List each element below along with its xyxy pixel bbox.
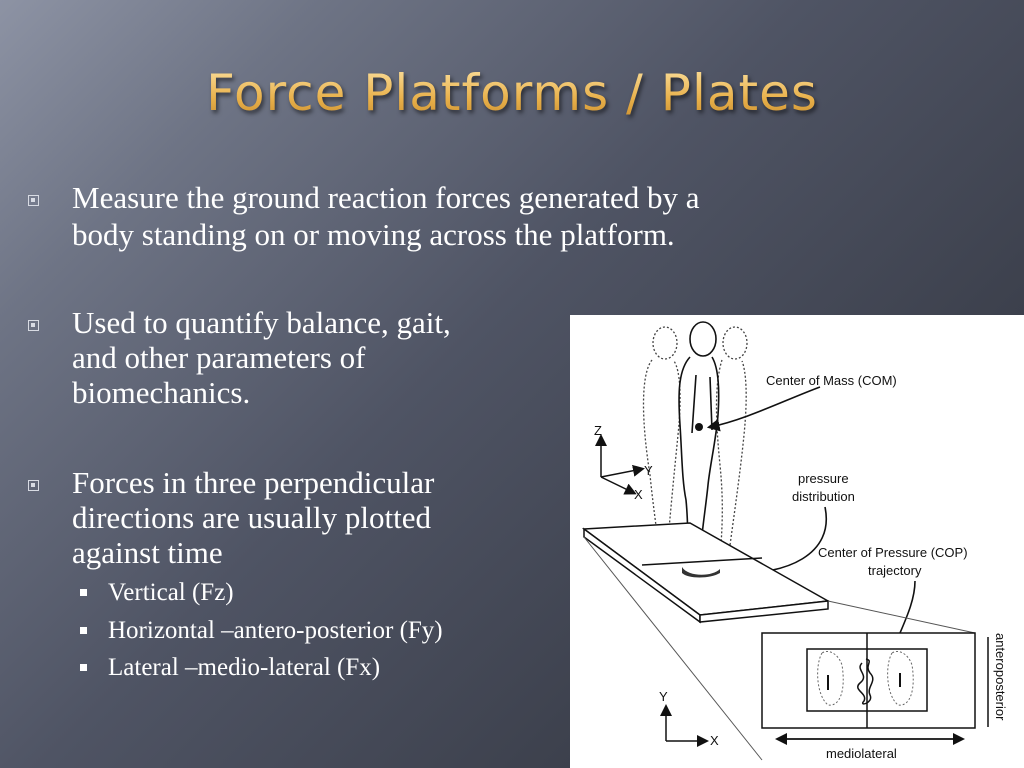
cop-label-line1: Center of Pressure (COP) <box>818 545 968 560</box>
bullet-line: directions are usually plotted <box>72 500 431 535</box>
axis-z-label: Z <box>594 423 602 438</box>
square-bullet-icon <box>28 320 39 331</box>
feet-icon <box>682 567 720 578</box>
square-bullet-icon <box>80 627 87 634</box>
axis-x2-label: X <box>710 733 719 748</box>
axis-xy-icon <box>660 704 709 747</box>
sub-bullet-text: Horizontal –antero-posterior (Fy) <box>108 617 443 644</box>
bullet-line: and other parameters of <box>72 340 366 375</box>
bullet-line: biomechanics. <box>72 375 251 410</box>
footprints-icon <box>817 651 914 706</box>
cop-trajectory-panel <box>761 632 976 729</box>
com-label: Center of Mass (COM) <box>766 373 897 388</box>
bullet-line: against time <box>72 535 223 570</box>
anteroposterior-label: anteroposterior <box>993 633 1008 721</box>
square-bullet-icon <box>28 480 39 491</box>
axis-x-label: X <box>634 487 643 502</box>
ghost-figure-right <box>715 326 748 561</box>
sub-bullet-text: Vertical (Fz) <box>108 579 234 606</box>
pressure-label-line2: distribution <box>792 489 855 504</box>
com-arrow <box>706 386 821 432</box>
cop-label-line2: trajectory <box>868 563 922 578</box>
slide-title: Force Platforms / Plates <box>0 64 1024 122</box>
diagram-svg: Center of Mass (COM) Z Y X pressure dist… <box>581 321 1008 761</box>
bullet-line: Used to quantify balance, gait, <box>72 305 451 340</box>
force-platform-diagram: Center of Mass (COM) Z Y X pressure dist… <box>570 315 1024 768</box>
mediolateral-label: mediolateral <box>826 746 897 761</box>
bullet-line: body standing on or moving across the pl… <box>72 217 675 252</box>
square-bullet-icon <box>28 195 39 206</box>
force-platform <box>581 522 831 624</box>
ghost-figure-left <box>642 326 681 566</box>
bullet-line: Measure the ground reaction forces gener… <box>72 180 700 215</box>
axis-y-label: Y <box>644 463 653 478</box>
square-bullet-icon <box>80 589 87 596</box>
square-bullet-icon <box>80 664 87 671</box>
axis-y2-label: Y <box>659 689 668 704</box>
sub-bullet-text: Lateral –medio-lateral (Fx) <box>108 654 381 681</box>
axis-xyz-icon <box>595 434 645 495</box>
com-marker <box>695 423 703 431</box>
bullet-line: Forces in three perpendicular <box>72 465 435 500</box>
projection-lines <box>583 536 976 761</box>
cop-trajectory-scribble <box>857 658 874 705</box>
pressure-label-line1: pressure <box>798 471 849 486</box>
